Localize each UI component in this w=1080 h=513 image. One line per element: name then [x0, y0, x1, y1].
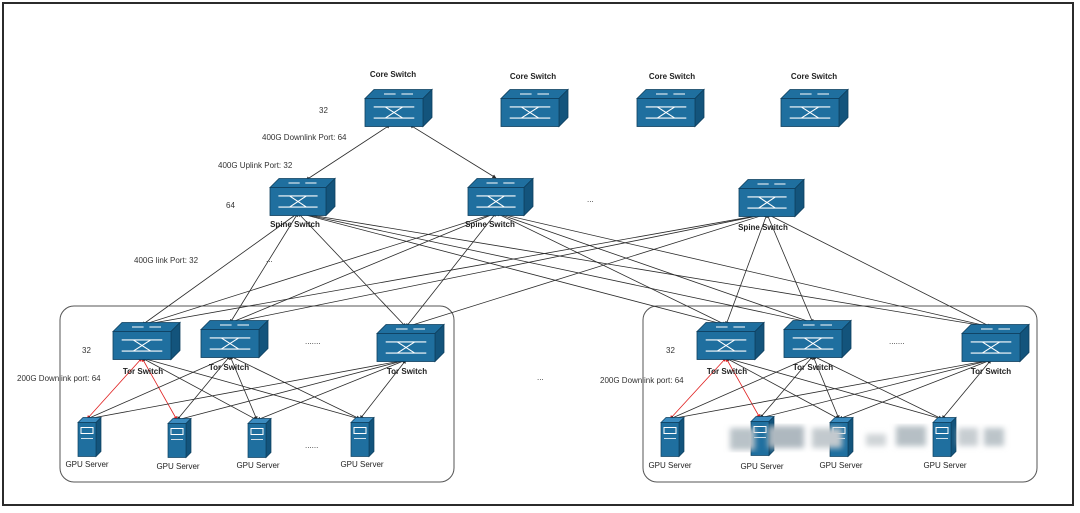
- gpu-server-label: GPU Server: [340, 460, 383, 469]
- network-link: [725, 213, 768, 326]
- gpu-server-label: GPU Server: [648, 461, 691, 470]
- core-switch-label: Core Switch: [510, 72, 556, 81]
- network-link: [359, 359, 407, 420]
- link-ellipsis: ...: [266, 255, 273, 264]
- network-link: [141, 212, 768, 327]
- blurred-region: [730, 426, 1004, 450]
- group-downlink-label: 200G Downlink port: 64: [600, 376, 684, 385]
- gpu-server-icon: [167, 417, 192, 459]
- tor-switch-icon: [961, 323, 1030, 363]
- core-switch-label: Core Switch: [791, 72, 837, 81]
- tor-switch-icon: [376, 323, 445, 363]
- core-switch-icon: [364, 88, 433, 128]
- network-link: [141, 212, 497, 326]
- tor-switch-label: Tor Switch: [387, 367, 427, 376]
- network-link: [305, 124, 391, 181]
- network-link: [495, 212, 727, 326]
- spine-ellipsis: ...: [587, 195, 594, 204]
- tor-switch-icon: [783, 319, 852, 359]
- core-switch-icon: [500, 88, 569, 128]
- network-link: [297, 211, 992, 329]
- device-layer: [77, 88, 1030, 459]
- network-link: [838, 359, 992, 420]
- tor-switch-label: Tor Switch: [209, 363, 249, 372]
- core-downlink-label: 400G Downlink Port: 64: [262, 133, 347, 142]
- tor-switch-icon: [200, 319, 269, 359]
- gpu-server-label: GPU Server: [923, 461, 966, 470]
- network-link: [766, 213, 992, 328]
- spine-switch-icon: [467, 177, 534, 217]
- network-link: [409, 124, 497, 179]
- core-count-label: 32: [319, 106, 328, 115]
- core-switch-icon: [636, 88, 705, 128]
- group-ellipsis: ...: [537, 373, 544, 382]
- spine-uplink-label: 400G Uplink Port: 32: [218, 161, 293, 170]
- spine-switch-label: Spine Switch: [465, 220, 515, 229]
- network-link: [405, 213, 768, 328]
- spine-switch-icon: [269, 177, 336, 217]
- network-link: [941, 359, 992, 420]
- gpu-server-label: GPU Server: [740, 462, 783, 471]
- gpu-server-label: GPU Server: [819, 461, 862, 470]
- core-switch-label: Core Switch: [649, 72, 695, 81]
- spine-switch-label: Spine Switch: [270, 220, 320, 229]
- tor-switch-label: Tor Switch: [123, 367, 163, 376]
- gpu-server-icon: [350, 416, 375, 458]
- spine-link-label: 400G link Port: 32: [134, 256, 199, 265]
- network-link: [297, 212, 407, 328]
- core-switch-label: Core Switch: [370, 70, 416, 79]
- gpu-server-label: GPU Server: [236, 461, 279, 470]
- tor-switch-label: Tor Switch: [971, 367, 1011, 376]
- tor-ellipsis: .......: [305, 337, 321, 346]
- network-link: [229, 212, 768, 325]
- link-layer: [86, 124, 992, 422]
- core-switch-icon: [780, 88, 849, 128]
- spine-count-label: 64: [226, 201, 235, 210]
- tor-switch-icon: [112, 321, 181, 361]
- tor-switch-label: Tor Switch: [707, 367, 747, 376]
- tor-switch-icon: [696, 321, 765, 361]
- network-link: [297, 211, 727, 327]
- gpu-server-icon: [660, 416, 685, 458]
- network-link: [229, 355, 361, 420]
- gpu-server-icon: [932, 416, 957, 458]
- network-link: [669, 355, 814, 420]
- diagram-frame: [2, 2, 1074, 506]
- tor-ellipsis: .......: [889, 337, 905, 346]
- tor-switch-label: Tor Switch: [793, 363, 833, 372]
- spine-switch-label: Spine Switch: [738, 223, 788, 232]
- gpu-server-label: GPU Server: [65, 460, 108, 469]
- group-downlink-label: 200G Downlink port: 64: [17, 374, 101, 383]
- group-count-label: 32: [666, 346, 675, 355]
- server-ellipsis: ......: [305, 441, 318, 450]
- gpu-server-label: GPU Server: [156, 462, 199, 471]
- gpu-server-icon: [77, 416, 102, 458]
- network-link: [141, 212, 299, 326]
- gpu-server-icon: [247, 417, 272, 459]
- group-count-label: 32: [82, 346, 91, 355]
- spine-switch-icon: [738, 178, 805, 218]
